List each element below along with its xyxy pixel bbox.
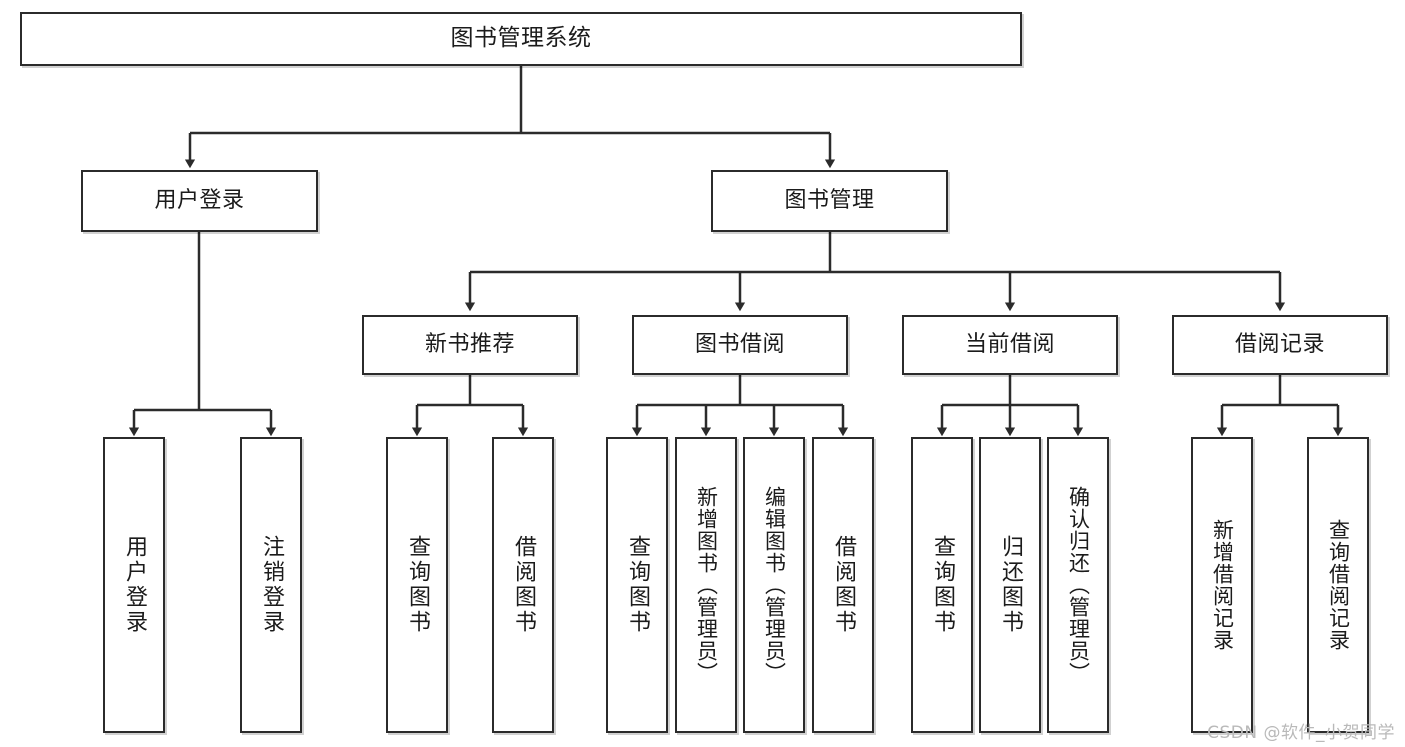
leaf-bb-borrow-book[interactable]: 借阅图书	[812, 437, 874, 733]
csdn-watermark: CSDN @软件_小贺同学	[1207, 723, 1395, 743]
leaf-bb-add-book-label: 新增图书（管理员）	[694, 486, 719, 684]
node-current-borrow-label: 当前借阅	[964, 332, 1055, 358]
leaf-br-query-record[interactable]: 查询借阅记录	[1307, 437, 1369, 733]
leaf-br-add-record-label: 新增借阅记录	[1210, 519, 1235, 651]
node-root-label: 图书管理系统	[450, 25, 592, 52]
leaf-logout-label: 注销登录	[259, 535, 284, 635]
node-root[interactable]: 图书管理系统	[20, 12, 1022, 66]
node-book-borrow-label: 图书借阅	[694, 332, 785, 358]
leaf-cb-query-book-label: 查询图书	[930, 535, 955, 635]
leaf-bb-add-book[interactable]: 新增图书（管理员）	[675, 437, 737, 733]
node-book-borrow[interactable]: 图书借阅	[632, 315, 848, 375]
node-borrow-record-label: 借阅记录	[1234, 332, 1325, 358]
leaf-nb-query-book[interactable]: 查询图书	[386, 437, 448, 733]
leaf-bb-edit-book-label: 编辑图书（管理员）	[762, 486, 787, 684]
node-book-manage-label: 图书管理	[784, 188, 875, 214]
leaf-br-add-record[interactable]: 新增借阅记录	[1191, 437, 1253, 733]
node-user-login[interactable]: 用户登录	[81, 170, 318, 232]
leaf-nb-borrow-book-label: 借阅图书	[511, 535, 536, 635]
leaf-nb-query-book-label: 查询图书	[405, 535, 430, 635]
leaf-cb-confirm-return[interactable]: 确认归还（管理员）	[1047, 437, 1109, 733]
node-new-book-recommend-label: 新书推荐	[424, 332, 515, 358]
node-new-book-recommend[interactable]: 新书推荐	[362, 315, 578, 375]
node-user-login-label: 用户登录	[154, 188, 245, 214]
node-current-borrow[interactable]: 当前借阅	[902, 315, 1118, 375]
leaf-nb-borrow-book[interactable]: 借阅图书	[492, 437, 554, 733]
leaf-logout[interactable]: 注销登录	[240, 437, 302, 733]
leaf-cb-confirm-return-label: 确认归还（管理员）	[1066, 486, 1091, 684]
leaf-cb-query-book[interactable]: 查询图书	[911, 437, 973, 733]
leaf-cb-return-book-label: 归还图书	[998, 535, 1023, 635]
leaf-user-login[interactable]: 用户登录	[103, 437, 165, 733]
leaf-bb-borrow-book-label: 借阅图书	[831, 535, 856, 635]
leaf-bb-query-book[interactable]: 查询图书	[606, 437, 668, 733]
leaf-br-query-record-label: 查询借阅记录	[1326, 519, 1351, 651]
leaf-user-login-label: 用户登录	[122, 535, 147, 635]
leaf-bb-query-book-label: 查询图书	[625, 535, 650, 635]
leaf-bb-edit-book[interactable]: 编辑图书（管理员）	[743, 437, 805, 733]
node-book-manage[interactable]: 图书管理	[711, 170, 948, 232]
leaf-cb-return-book[interactable]: 归还图书	[979, 437, 1041, 733]
node-borrow-record[interactable]: 借阅记录	[1172, 315, 1388, 375]
